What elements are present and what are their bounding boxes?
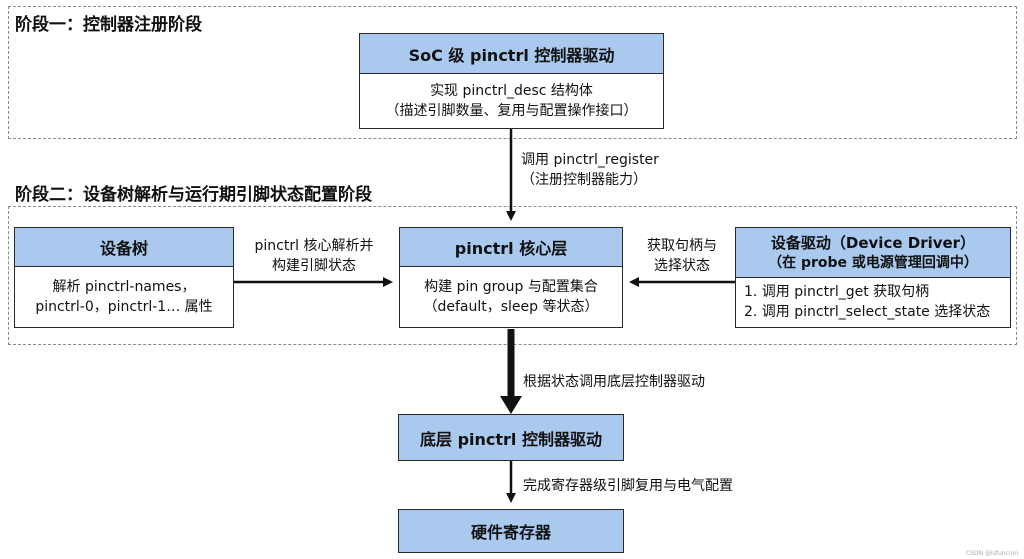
device-driver-body-line: 2. 调用 pinctrl_select_state 选择状态 (744, 304, 991, 320)
pinctrl-core-body-line: 构建 pin group 与配置集合 (424, 278, 598, 295)
device-tree-body-line: 解析 pinctrl-names， (52, 278, 196, 295)
register-label-line: 调用 pinctrl_register (521, 152, 659, 168)
device-driver-title-line: 设备驱动（Device Driver） (770, 233, 976, 252)
arrow-core-to-low-head (500, 396, 522, 414)
pinctrl-core-box: pinctrl 核心层 构建 pin group 与配置集合 （default，… (399, 227, 623, 328)
stage-1-title: 阶段一：控制器注册阶段 (15, 15, 202, 35)
state-dispatch-label: 根据状态调用底层控制器驱动 (523, 374, 705, 390)
device-tree-body-line: pinctrl-0，pinctrl-1… 属性 (35, 298, 213, 315)
watermark: CSDN @lsfuncion (966, 550, 1018, 557)
stage-2-title: 阶段二：设备树解析与运行期引脚状态配置阶段 (15, 185, 372, 205)
stage-1-container (8, 6, 1017, 139)
low-level-controller-driver-box: 底层 pinctrl 控制器驱动 (398, 414, 624, 461)
pinctrl-core-title: pinctrl 核心层 (400, 228, 622, 267)
device-driver-subtitle-line: （在 probe 或电源管理回调中） (768, 254, 978, 271)
hardware-registers-box: 硬件寄存器 (398, 509, 624, 553)
device-driver-box: 设备驱动（Device Driver） （在 probe 或电源管理回调中） 1… (735, 227, 1011, 328)
driver-arrow-label-line: 选择状态 (654, 258, 710, 274)
devicetree-arrow-label: pinctrl 核心解析并 构建引脚状态 (248, 236, 380, 276)
pinctrl-core-body-line: （default，sleep 等状态） (423, 298, 599, 315)
register-label: 调用 pinctrl_register （注册控制器能力） (521, 150, 659, 190)
device-tree-body: 解析 pinctrl-names， pinctrl-0，pinctrl-1… 属… (15, 267, 233, 326)
soc-controller-driver-box: SoC 级 pinctrl 控制器驱动 实现 pinctrl_desc 结构体 … (359, 33, 664, 129)
device-driver-body-line: 1. 调用 pinctrl_get 获取句柄 (744, 284, 930, 300)
pinctrl-core-body: 构建 pin group 与配置集合 （default，sleep 等状态） (400, 267, 622, 326)
driver-arrow-label: 获取句柄与 选择状态 (637, 236, 727, 276)
device-driver-body: 1. 调用 pinctrl_get 获取句柄 2. 调用 pinctrl_sel… (736, 278, 1010, 326)
device-driver-title: 设备驱动（Device Driver） （在 probe 或电源管理回调中） (736, 228, 1010, 278)
register-label-line: （注册控制器能力） (521, 172, 647, 188)
devicetree-arrow-label-line: 构建引脚状态 (272, 258, 356, 274)
soc-body-line: 实现 pinctrl_desc 结构体 (430, 82, 593, 99)
soc-controller-driver-title: SoC 级 pinctrl 控制器驱动 (360, 34, 663, 74)
device-tree-title: 设备树 (15, 228, 233, 267)
register-config-label: 完成寄存器级引脚复用与电气配置 (523, 478, 733, 494)
soc-body-line: （描述引脚数量、复用与配置操作接口） (385, 102, 638, 119)
device-tree-box: 设备树 解析 pinctrl-names， pinctrl-0，pinctrl-… (14, 227, 234, 328)
soc-controller-driver-body: 实现 pinctrl_desc 结构体 （描述引脚数量、复用与配置操作接口） (360, 74, 663, 127)
devicetree-arrow-label-line: pinctrl 核心解析并 (254, 238, 374, 254)
driver-arrow-label-line: 获取句柄与 (647, 238, 717, 254)
